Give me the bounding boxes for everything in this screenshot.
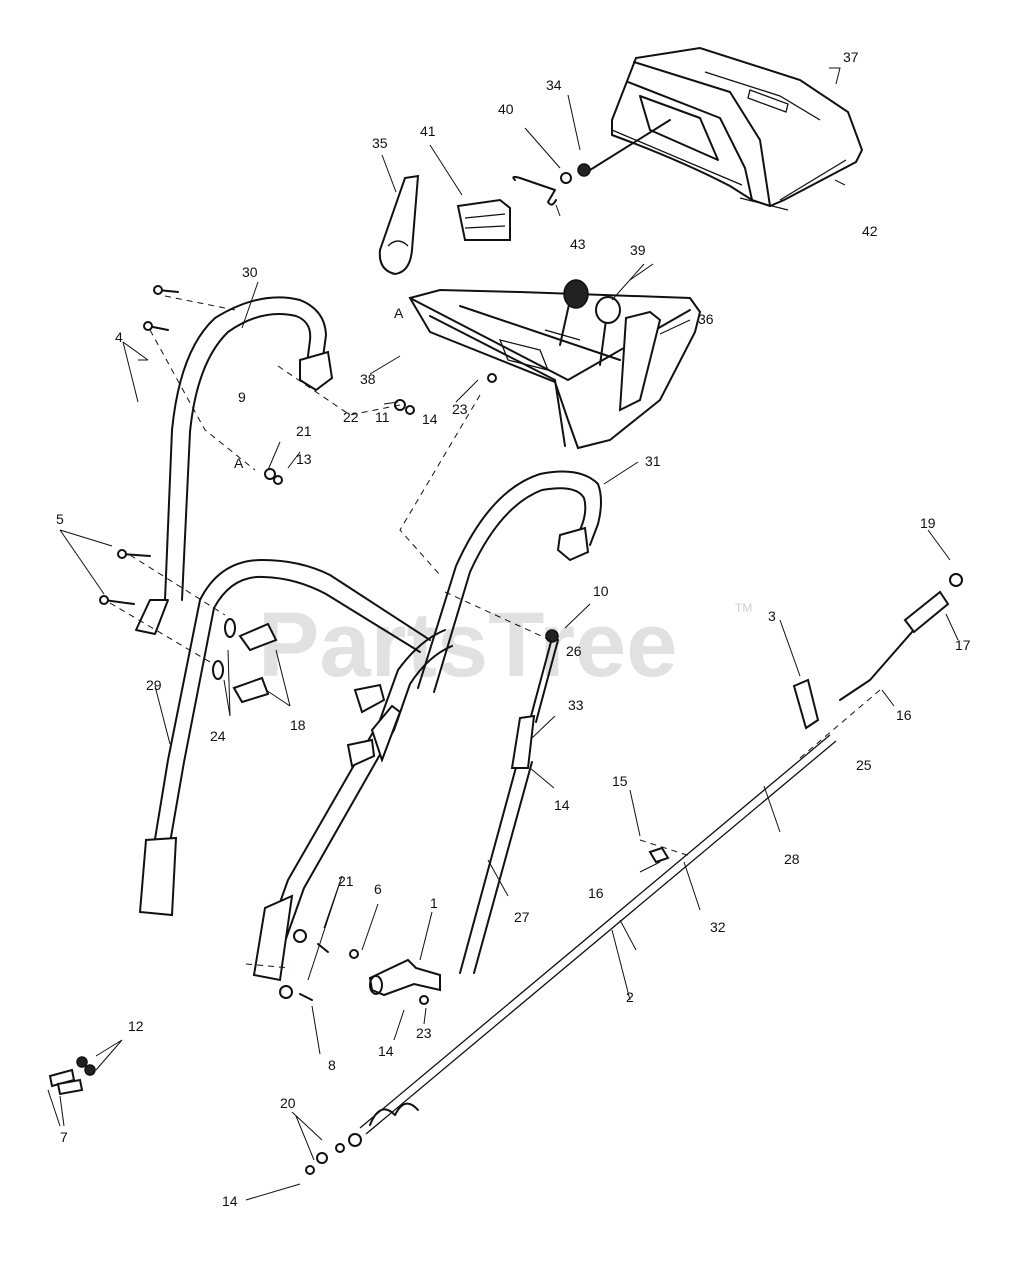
watermark-brand: PartsTree [258,594,677,696]
callout-14-lower: 14 [378,1043,394,1059]
shift-rods [305,573,963,1175]
callout-28: 28 [784,851,800,867]
callout-9: 9 [238,389,246,405]
callout-34: 34 [546,77,562,93]
alignment-lines [109,295,691,969]
callout-22: 22 [343,409,359,425]
callout-38: 38 [360,371,376,387]
callout-10: 10 [593,583,609,599]
shift-rod-assembly [512,119,671,206]
callout-17: 17 [955,637,971,653]
control-panel [408,279,702,450]
callout-4: 4 [115,329,123,345]
callout-37: 37 [843,49,859,65]
callout-14-bottom: 14 [222,1193,238,1209]
ref-a-upper: A [394,305,404,321]
callout-7: 7 [60,1129,68,1145]
callout-42: 42 [862,223,878,239]
callout-36: 36 [698,311,714,327]
watermark-trademark: TM [735,601,752,615]
callout-29: 29 [146,677,162,693]
callout-24: 24 [210,728,226,744]
callout-41: 41 [420,123,436,139]
callout-31: 31 [645,453,661,469]
callout-12: 12 [128,1018,144,1034]
callout-2: 2 [626,989,634,1005]
callout-11: 11 [375,409,390,425]
ref-a-lower: A [234,455,244,471]
callout-32: 32 [710,919,726,935]
upper-handle-right [417,470,602,693]
callout-8: 8 [328,1057,336,1073]
upper-handle-left [164,296,334,601]
callout-6: 6 [374,881,382,897]
callout-1: 1 [430,895,438,911]
callout-43: 43 [570,236,586,252]
callout-39: 39 [630,242,646,258]
shift-lever-cover [378,174,420,276]
callout-27: 27 [514,909,530,925]
callout-23-top: 23 [452,401,468,417]
leader-lines [47,67,959,1201]
callout-5: 5 [56,511,64,527]
callout-25: 25 [856,757,872,773]
callout-21-bottom: 21 [338,873,354,889]
callout-16-left: 16 [588,885,604,901]
console-housing [611,46,864,211]
callout-labels: 37 42 34 40 43 41 35 39 36 30 A 4 9 38 2… [56,49,971,1209]
watermark: PartsTree TM [258,594,752,696]
callout-21-top: 21 [296,423,312,439]
callout-30: 30 [242,264,258,280]
pivot-bracket [368,958,441,997]
bracket-block [456,198,511,241]
callout-14-mid: 14 [554,797,570,813]
callout-14-top: 14 [422,411,438,427]
callout-35: 35 [372,135,388,151]
callout-16-right: 16 [896,707,912,723]
callout-33: 33 [568,697,584,713]
callout-3: 3 [768,608,776,624]
handle-knobs [212,618,278,704]
cable-adjuster [510,629,559,769]
callout-26: 26 [566,643,582,659]
callout-20: 20 [280,1095,296,1111]
callout-40: 40 [498,101,514,117]
callout-18: 18 [290,717,306,733]
callout-15: 15 [612,773,628,789]
callout-13: 13 [296,451,312,467]
callout-19: 19 [920,515,936,531]
lower-handle-left [135,559,431,917]
callout-23-bottom: 23 [416,1025,432,1041]
lower-handle-right [252,629,533,982]
fasteners [48,285,497,1096]
